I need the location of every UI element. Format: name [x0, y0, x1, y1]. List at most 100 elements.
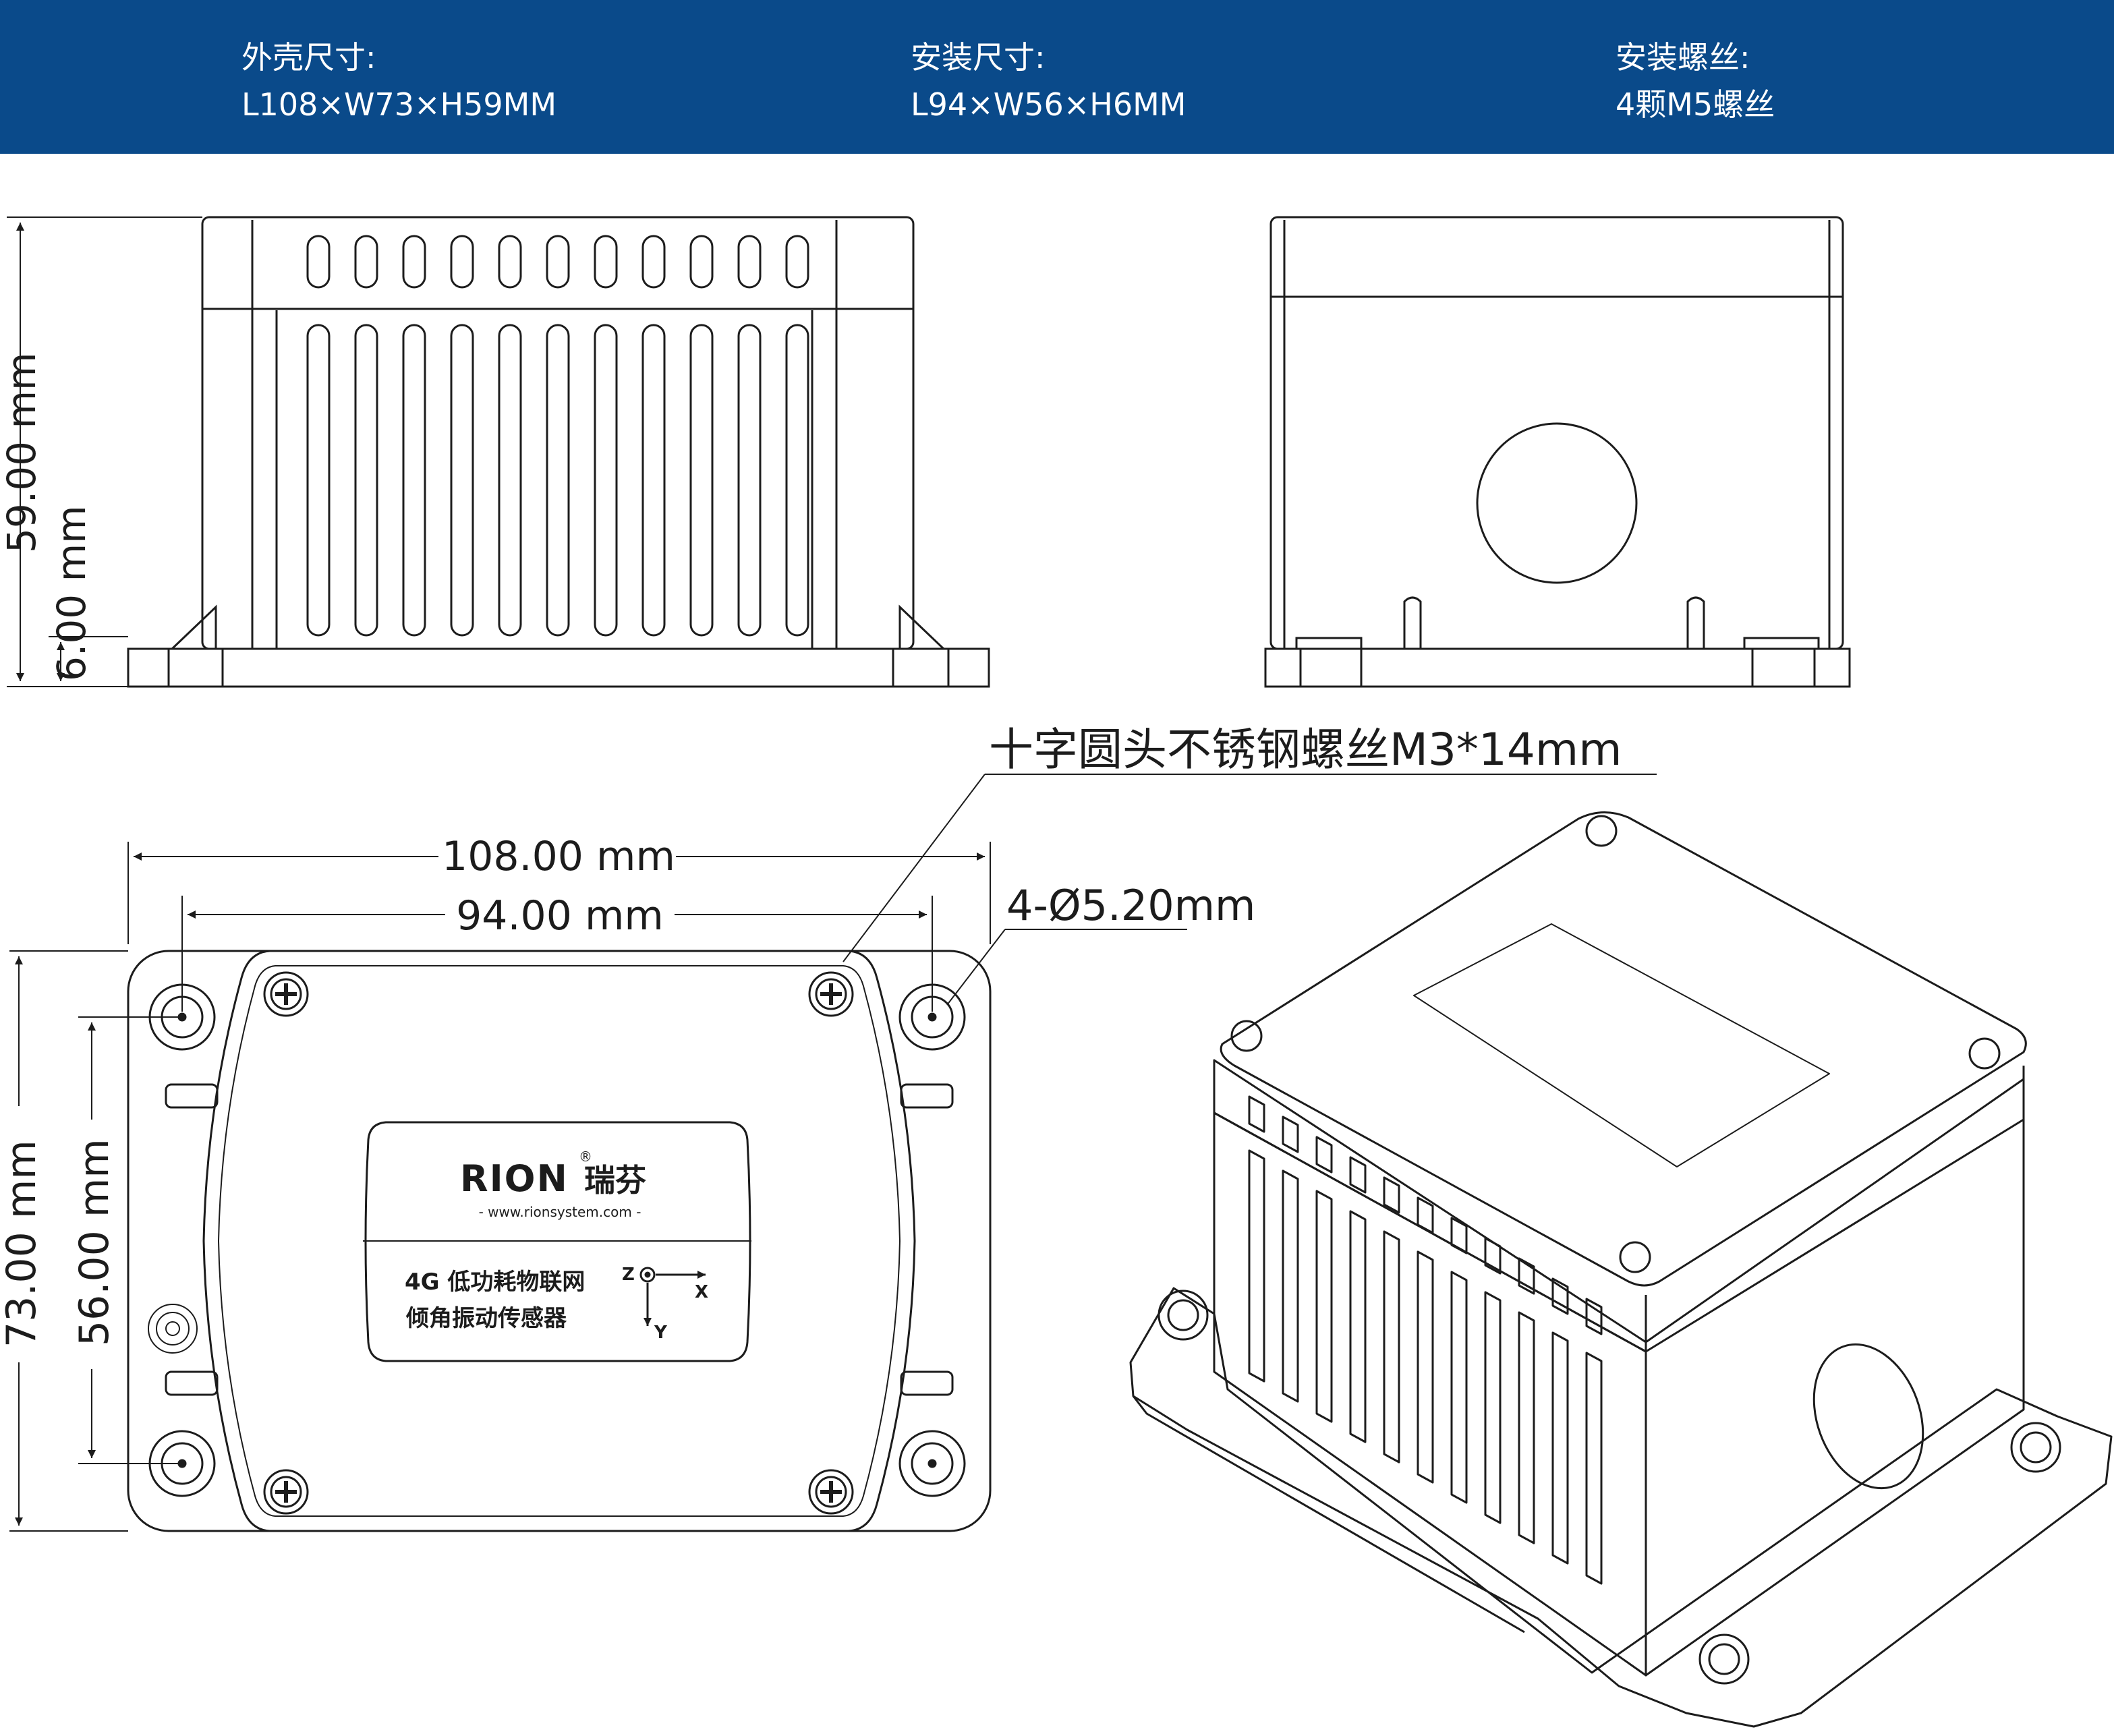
side-view: [1264, 216, 1851, 688]
cooling-rib: [641, 324, 666, 637]
dim-height-base: [49, 636, 128, 681]
spec-value: L108×W73×H59MM: [241, 86, 557, 123]
spec-header-bar: 外壳尺寸: L108×W73×H59MM 安装尺寸: L94×W56×H6MM …: [0, 0, 2114, 154]
iso-vent-slot: [1315, 1136, 1333, 1174]
mounting-hole: [898, 1430, 966, 1497]
iso-body-left-face: [1213, 1059, 1647, 1677]
iso-body-right-face: [1645, 1078, 2025, 1677]
vent-slot: [785, 235, 809, 289]
iso-vent-slot: [1518, 1257, 1535, 1295]
hole-callout-text: 4-Ø5.20mm: [1006, 881, 1255, 930]
vent-slot: [402, 235, 426, 289]
product-name-line2: 倾角振动传感器: [405, 1305, 567, 1332]
iso-vent-slot: [1248, 1095, 1265, 1133]
vent-slot: [641, 235, 666, 289]
dim-length-mount-label: 94.00 mm: [456, 892, 664, 939]
axis-z-label: Z: [622, 1265, 635, 1285]
spec-label: 安装尺寸:: [911, 39, 1046, 76]
registered-mark: ®: [579, 1149, 592, 1165]
iso-cooling-rib: [1585, 1352, 1603, 1585]
front-lower-ribs: [306, 324, 809, 637]
top-view: 108.00 mm 94.00 mm 73.00 mm 56.00 mm: [0, 724, 1657, 1532]
iso-cooling-rib: [1248, 1149, 1265, 1383]
axis-indicator-icon: [639, 1267, 706, 1326]
cooling-rib: [737, 324, 762, 637]
iso-cooling-rib: [1450, 1271, 1468, 1504]
iso-vent-slot: [1484, 1237, 1502, 1275]
label-plate: [364, 1121, 751, 1362]
hole-callout-leader: [946, 929, 1187, 1006]
brand-url: - www.rionsystem.com -: [479, 1204, 641, 1220]
top-housing-lid: [202, 950, 916, 1532]
brand-logo-text: RION: [460, 1157, 569, 1200]
iso-lid-top: [1220, 811, 2027, 1287]
iso-left-face-fins: [1248, 1095, 1603, 1585]
mounting-hole: [148, 983, 216, 1051]
iso-vent-slot: [1585, 1298, 1603, 1335]
vent-slot: [546, 235, 570, 289]
iso-cooling-rib: [1315, 1190, 1333, 1423]
iso-vent-slot: [1282, 1116, 1299, 1153]
iso-cooling-rib: [1282, 1169, 1299, 1403]
front-upper-slots: [306, 235, 809, 289]
cooling-rib: [785, 324, 809, 637]
cooling-rib: [450, 324, 474, 637]
spec-label: 安装螺丝:: [1616, 39, 1750, 76]
vent-slot: [689, 235, 714, 289]
side-base: [1264, 647, 1851, 688]
lid-screw: [263, 971, 309, 1017]
axis-y-label: Y: [654, 1323, 668, 1343]
cooling-rib: [498, 324, 522, 637]
spec-value: 4颗M5螺丝: [1616, 86, 1775, 123]
vent-slot: [306, 235, 331, 289]
dim-height-total: [7, 216, 202, 687]
vent-slot: [450, 235, 474, 289]
mounting-hole: [148, 1430, 216, 1497]
iso-cable-gland: [1812, 1343, 1924, 1490]
spec-mount-size: 安装尺寸: L94×W56×H6MM: [911, 34, 1187, 128]
spec-mount-screws: 安装螺丝: 4颗M5螺丝: [1616, 34, 1775, 128]
brand-cn-text: 瑞芬: [584, 1162, 646, 1198]
cooling-rib: [546, 324, 570, 637]
front-view: 59.00 mm 6.00 mm: [0, 216, 990, 688]
spec-label: 外壳尺寸:: [241, 39, 376, 76]
iso-cooling-rib: [1518, 1311, 1535, 1544]
product-name-line1: 4G 低功耗物联网: [405, 1269, 585, 1296]
iso-base-flange: [1129, 1287, 2113, 1728]
technical-drawing: 59.00 mm 6.00 mm: [0, 216, 2113, 1728]
cooling-rib: [402, 324, 426, 637]
dim-width-outer-label: 73.00 mm: [0, 1140, 45, 1348]
vent-slot: [354, 235, 378, 289]
cooling-rib: [354, 324, 378, 637]
lid-screw: [808, 1469, 854, 1515]
side-body: [1269, 216, 1844, 650]
vent-slot: [737, 235, 762, 289]
iso-cooling-rib: [1383, 1230, 1400, 1464]
vent-slot: [498, 235, 522, 289]
iso-vent-slot: [1349, 1156, 1367, 1194]
isometric-view: [1129, 811, 2113, 1728]
screw-callout-leader: [842, 774, 1657, 962]
lid-screw: [263, 1469, 309, 1515]
screw-callout-text: 十字圆头不锈钢螺丝M3*14mm: [989, 724, 1622, 776]
front-base: [127, 647, 990, 688]
rotary-dial-icon: [148, 1304, 198, 1354]
iso-label-plate: [1413, 923, 1830, 1167]
axis-x-label: X: [695, 1282, 708, 1302]
vent-slot: [594, 235, 618, 289]
spec-housing-size: 外壳尺寸: L108×W73×H59MM: [241, 34, 556, 128]
iso-cooling-rib: [1349, 1210, 1367, 1443]
iso-cooling-rib: [1417, 1250, 1434, 1484]
cooling-rib: [689, 324, 714, 637]
spec-value: L94×W56×H6MM: [911, 86, 1187, 123]
iso-vent-slot: [1551, 1277, 1569, 1315]
iso-vent-slot: [1417, 1196, 1434, 1234]
dim-height-base-label: 6.00 mm: [49, 505, 94, 681]
cooling-rib: [306, 324, 331, 637]
iso-vent-slot: [1450, 1217, 1468, 1254]
iso-vent-slot: [1383, 1176, 1400, 1214]
cable-gland-hole: [1476, 422, 1638, 584]
dim-height-total-label: 59.00 mm: [0, 353, 45, 553]
cooling-rib: [594, 324, 618, 637]
lid-screw: [808, 971, 854, 1017]
